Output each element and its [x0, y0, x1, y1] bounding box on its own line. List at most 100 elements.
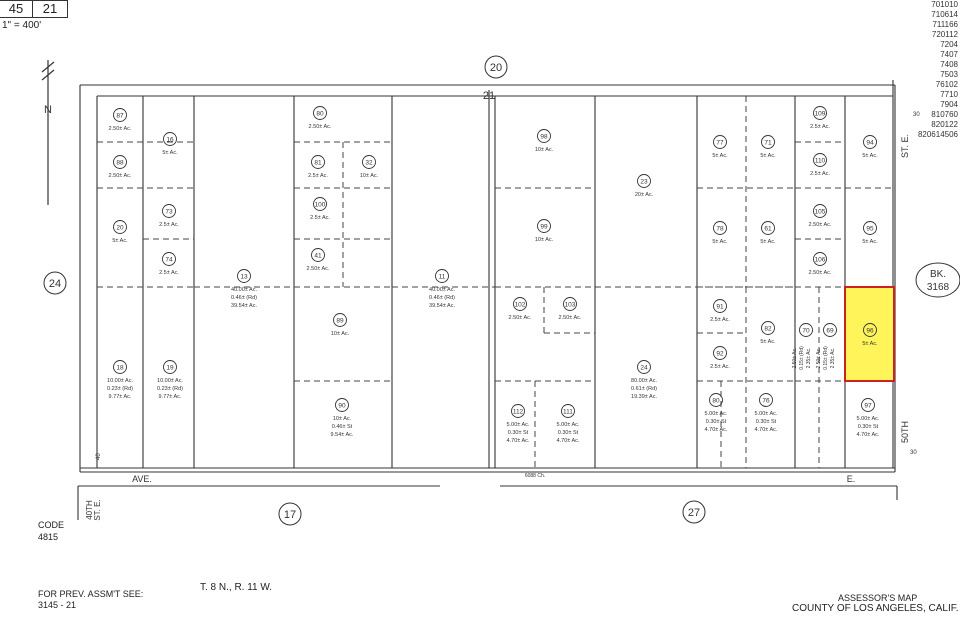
parcel-area: 0.30± St	[706, 419, 727, 425]
parcel-area: 5.00± Ac.	[507, 422, 530, 428]
parcel-area: 0.15± (Rd)	[799, 346, 805, 370]
parcel-number: 23	[640, 179, 648, 186]
parcel-number: 13	[240, 274, 248, 281]
street-40th-label: 40TH	[85, 500, 94, 520]
parcel-area: 4.70± Ac.	[857, 432, 880, 438]
parcel-area: 5.00± Ac.	[557, 422, 580, 428]
parcel-area: 0.46± St	[332, 424, 353, 430]
parcel-area: 2.50± Ac.	[816, 348, 822, 369]
book-reference-marker[interactable]: BK.3168	[915, 262, 960, 298]
parcel-number: 92	[716, 351, 724, 358]
parcel-area: 0.30± St	[558, 430, 579, 436]
parcel-81[interactable]: 812.5± Ac.	[308, 155, 328, 180]
parcel-number: 41	[314, 253, 322, 260]
parcel-92[interactable]: 922.5± Ac.	[710, 346, 730, 371]
parcel-area: 5.00± Ac.	[705, 411, 728, 417]
parcel-number: 74	[165, 257, 173, 264]
parcel-76[interactable]: 765.00± Ac.0.30± St4.70± Ac.	[755, 393, 778, 434]
parcel-area: 4.70± Ac.	[507, 438, 530, 444]
parcel-area: 2.50± Ac.	[792, 348, 798, 369]
parcel-41[interactable]: 412.50± Ac.	[307, 248, 330, 273]
parcel-96[interactable]: 965± Ac.	[862, 323, 878, 348]
parcel-88[interactable]: 882.50± Ac.	[109, 155, 132, 180]
parcel-number: 94	[866, 140, 874, 147]
previous-assessment-label: FOR PREV. ASSM'T SEE:	[38, 589, 144, 599]
parcel-69[interactable]: 692.50± Ac.0.15± (Rd)2.35± Ac.	[816, 323, 837, 370]
parcel-91[interactable]: 912.5± Ac.	[710, 299, 730, 324]
code-label: CODE	[38, 520, 65, 530]
parcel-area: 2.35± Ac.	[806, 348, 812, 369]
previous-assessment-value: 3145 - 21	[38, 600, 77, 610]
parcel-area: 2.5± Ac.	[159, 222, 179, 228]
parcel-61[interactable]: 615± Ac.	[760, 221, 776, 246]
parcel-area: 5.00± Ac.	[857, 416, 880, 422]
parcel-number: 106	[815, 257, 826, 264]
document-number: 711166	[932, 20, 958, 29]
parcel-area: 0.30± St	[508, 430, 529, 436]
parcel-80[interactable]: 805.00± Ac.0.30± St4.70± Ac.	[705, 393, 728, 434]
parcel-number: 87	[116, 113, 124, 120]
parcel-87[interactable]: 872.50± Ac.	[109, 108, 132, 133]
document-number: 820614506	[917, 130, 958, 139]
parcel-area: 0.15± (Rd)	[823, 346, 829, 370]
street-50th-suffix: ST. E.	[900, 134, 910, 158]
parcel-area: 2.50± Ac.	[109, 173, 132, 179]
parcel-71[interactable]: 715± Ac.	[760, 135, 776, 160]
parcel-97[interactable]: 975.00± Ac.0.30± St4.70± Ac.	[857, 398, 880, 439]
parcel-area: 5± Ac.	[862, 341, 878, 347]
parcel-20[interactable]: 205± Ac.	[112, 220, 128, 245]
dimension-30-top: 30	[913, 112, 920, 118]
parcel-number: 20	[116, 225, 124, 232]
parcel-77[interactable]: 775± Ac.	[712, 135, 728, 160]
parcel-16[interactable]: 165± Ac.	[162, 132, 178, 157]
parcel-area: 9.54± Ac.	[331, 432, 354, 438]
section-number: 21	[483, 90, 495, 102]
street-40th-suffix: ST. E.	[93, 499, 102, 520]
parcel-78[interactable]: 785± Ac.	[712, 221, 728, 246]
parcel-number: 97	[864, 403, 872, 410]
parcel-94[interactable]: 945± Ac.	[862, 135, 878, 160]
adjacent-section-marker[interactable]: 20	[484, 55, 508, 79]
parcel-number: 73	[165, 209, 173, 216]
adjacent-section-marker[interactable]: 17	[278, 502, 302, 526]
adjacent-section-marker[interactable]: 27	[682, 500, 706, 524]
township-range: T. 8 N., R. 11 W.	[200, 582, 273, 593]
parcel-82[interactable]: 825± Ac.	[760, 321, 776, 346]
parcel-number: 76	[762, 398, 770, 405]
document-number: 7710	[940, 90, 958, 99]
parcel-area: 5± Ac.	[760, 339, 776, 345]
parcel-73[interactable]: 73 2.5± Ac.	[159, 204, 179, 229]
parcel-area: 9.77± Ac.	[109, 394, 132, 400]
parcel-80[interactable]: 802.50± Ac.	[309, 106, 332, 131]
parcel-95[interactable]: 955± Ac.	[862, 221, 878, 246]
svg-text:24: 24	[49, 278, 61, 290]
document-number: 7204	[940, 40, 958, 49]
parcel-74[interactable]: 742.5± Ac.	[159, 252, 179, 277]
parcel-number: 24	[640, 365, 648, 372]
parcel-area: 2.5± Ac.	[308, 173, 328, 179]
highlighted-parcel[interactable]	[844, 286, 895, 382]
adjacent-section-marker[interactable]: 24	[43, 271, 67, 295]
parcel-70[interactable]: 702.50± Ac.0.15± (Rd)2.35± Ac.	[792, 323, 813, 370]
